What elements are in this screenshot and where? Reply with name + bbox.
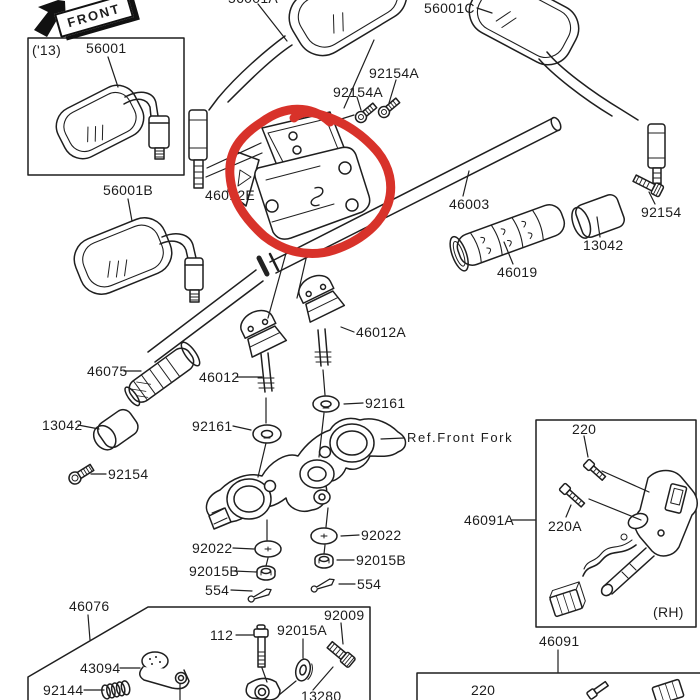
mirror-56001b-drawing xyxy=(73,217,204,303)
pin-554-left-drawing xyxy=(247,588,272,603)
part-label-56001: 56001 xyxy=(86,40,127,56)
part-label-46003: 46003 xyxy=(449,196,490,212)
part-label-92015b-right: 92015B xyxy=(356,552,407,568)
washer-92015a-drawing xyxy=(294,658,313,682)
grip-46019-drawing xyxy=(449,204,566,272)
bracket-46012e-drawing xyxy=(227,111,371,240)
box-46091-bottom xyxy=(416,672,700,700)
part-label-92022-right: 92022 xyxy=(361,527,402,543)
year-note-label: ('13) xyxy=(32,42,62,58)
part-label-56001b: 56001B xyxy=(103,182,154,198)
part-label-43094: 43094 xyxy=(80,660,121,676)
part-label-46091: 46091 xyxy=(539,633,580,649)
part-label-554-right: 554 xyxy=(357,576,382,592)
washer-92022-left-drawing xyxy=(254,540,282,558)
washer-92161-left-drawing xyxy=(252,424,282,444)
spring-92144-drawing xyxy=(101,680,131,700)
grip-46075-drawing xyxy=(124,341,201,407)
washer-92161-right-drawing xyxy=(312,395,340,413)
part-label-56001c: 56001C xyxy=(424,0,475,16)
part-label-46012e: 46012E xyxy=(205,187,256,203)
nut-92015b-right-drawing xyxy=(314,553,334,569)
part-label-220a: 220A xyxy=(548,518,582,534)
triple-clamp-drawing xyxy=(205,417,407,530)
part-label-92009: 92009 xyxy=(324,607,365,623)
part-label-220-bottom: 220 xyxy=(471,682,496,698)
bolt-112-drawing xyxy=(253,624,269,668)
bolt-92154-right-drawing xyxy=(632,174,665,198)
part-label-92022-left: 92022 xyxy=(192,540,233,556)
part-label-13280: 13280 xyxy=(301,688,342,700)
pin-554-right-drawing xyxy=(310,578,335,593)
part-label-92154a-2: 92154A xyxy=(369,65,420,81)
collar-13042-right-drawing xyxy=(571,194,625,239)
ref-front-fork-note: Ref.Front Fork xyxy=(407,430,514,445)
riser-46012a-drawing xyxy=(298,274,346,367)
part-label-92154-left: 92154 xyxy=(108,466,149,482)
switch-46091a-drawing xyxy=(549,458,698,618)
box-46091a xyxy=(535,419,697,628)
part-label-92015b-left: 92015B xyxy=(189,563,240,579)
part-label-13042-right: 13042 xyxy=(583,237,624,253)
part-label-46091a: 46091A xyxy=(464,512,515,528)
lever-43094-drawing xyxy=(139,651,190,690)
front-arrow-icon xyxy=(34,0,66,37)
part-label-92144: 92144 xyxy=(43,682,84,698)
part-label-92154-right: 92154 xyxy=(641,204,682,220)
rh-note-label: (RH) xyxy=(653,604,684,620)
collar-13042-left-drawing xyxy=(92,408,139,451)
bolt-92154a-1-drawing xyxy=(354,102,378,124)
box-13-mirror xyxy=(27,37,185,176)
clamp-under-112-drawing xyxy=(245,677,281,700)
part-label-220-top: 220 xyxy=(572,421,597,437)
part-label-13042-left: 13042 xyxy=(42,417,83,433)
mirror-56001-drawing xyxy=(55,84,170,160)
part-label-92161-left: 92161 xyxy=(192,418,233,434)
box-46076 xyxy=(27,606,371,700)
part-label-46075: 46075 xyxy=(87,363,128,379)
part-label-46012: 46012 xyxy=(199,369,240,385)
part-label-92161-right: 92161 xyxy=(365,395,406,411)
part-label-46012a: 46012A xyxy=(356,324,407,340)
part-label-56001a: 56001A xyxy=(228,0,278,5)
riser-46012-drawing xyxy=(240,309,288,393)
part-label-46076: 46076 xyxy=(69,598,110,614)
nut-92015b-left-drawing xyxy=(256,565,276,581)
part-label-92154a-1: 92154A xyxy=(333,84,384,100)
bolt-92154-left-drawing xyxy=(68,463,95,485)
bolt-92009-drawing xyxy=(326,640,356,668)
part-label-554-left: 554 xyxy=(205,582,230,598)
mirror-56001a-drawing xyxy=(188,0,408,189)
part-label-112: 112 xyxy=(210,627,234,643)
mirror-56001c-drawing xyxy=(468,0,666,191)
part-label-92015a: 92015A xyxy=(277,622,328,638)
washer-92022-right-drawing xyxy=(310,527,338,545)
part-label-46019: 46019 xyxy=(497,264,538,280)
